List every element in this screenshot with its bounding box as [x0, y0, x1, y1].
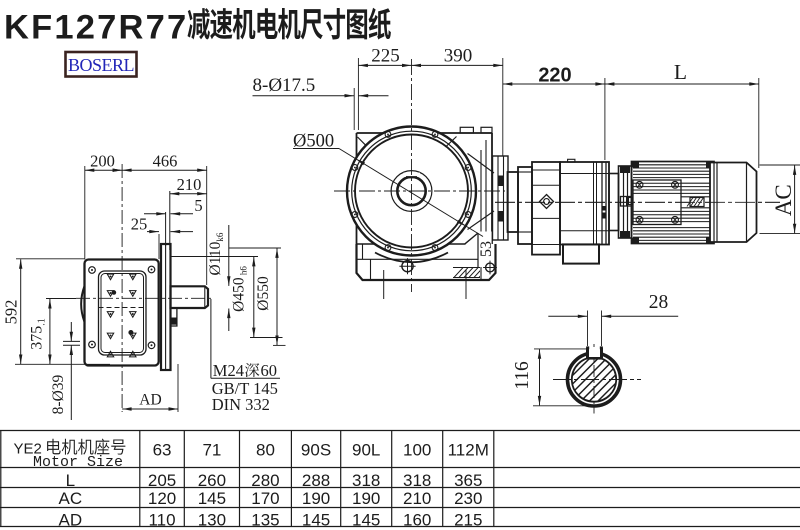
svg-text:L: L — [674, 60, 687, 84]
svg-text:210: 210 — [177, 175, 202, 194]
svg-text:120: 120 — [148, 489, 176, 508]
svg-text:Ø500: Ø500 — [293, 132, 334, 152]
svg-text:215: 215 — [454, 510, 482, 529]
svg-text:375.1: 375.1 — [29, 318, 48, 350]
svg-text:AD: AD — [139, 392, 161, 409]
svg-text:260: 260 — [198, 471, 226, 490]
svg-text:90L: 90L — [352, 440, 380, 459]
svg-text:DIN 332: DIN 332 — [212, 395, 270, 414]
svg-text:130: 130 — [198, 510, 226, 529]
svg-text:YE2: YE2 — [14, 440, 42, 457]
svg-text:160: 160 — [403, 510, 431, 529]
svg-text:28: 28 — [649, 292, 669, 313]
svg-text:145: 145 — [198, 489, 226, 508]
svg-text:280: 280 — [251, 471, 279, 490]
svg-text:53: 53 — [478, 241, 495, 257]
svg-text:220: 220 — [538, 65, 571, 87]
svg-text:100: 100 — [403, 440, 431, 459]
svg-text:116: 116 — [512, 361, 533, 390]
svg-text:466: 466 — [153, 152, 178, 171]
svg-text:190: 190 — [302, 489, 330, 508]
svg-text:135: 135 — [251, 510, 279, 529]
svg-text:AD: AD — [58, 510, 82, 529]
svg-text:KF127R77: KF127R77 — [4, 9, 188, 47]
svg-text:63: 63 — [153, 440, 172, 459]
svg-text:90S: 90S — [301, 440, 331, 459]
svg-text:230: 230 — [454, 489, 482, 508]
svg-text:Ø550: Ø550 — [255, 276, 272, 311]
svg-text:390: 390 — [444, 45, 473, 66]
svg-text:200: 200 — [90, 152, 115, 171]
svg-text:Ø110k6: Ø110k6 — [207, 232, 225, 275]
svg-text:60: 60 — [261, 361, 278, 380]
svg-text:M24: M24 — [213, 361, 244, 380]
svg-text:71: 71 — [202, 440, 221, 459]
svg-text:170: 170 — [251, 489, 279, 508]
svg-text:GB/T 145: GB/T 145 — [212, 379, 278, 398]
svg-text:145: 145 — [352, 510, 380, 529]
svg-text:288: 288 — [302, 471, 330, 490]
svg-text:145: 145 — [302, 510, 330, 529]
svg-text:205: 205 — [148, 471, 176, 490]
svg-text:L: L — [66, 471, 75, 490]
svg-text:BOSERL: BOSERL — [68, 55, 134, 75]
svg-text:8-Ø17.5: 8-Ø17.5 — [253, 75, 316, 96]
svg-text:110: 110 — [148, 510, 175, 529]
svg-text:8-Ø39: 8-Ø39 — [50, 374, 67, 414]
svg-text:Motor Size: Motor Size — [33, 454, 123, 471]
svg-text:210: 210 — [403, 489, 431, 508]
svg-text:25: 25 — [131, 215, 148, 234]
svg-text:190: 190 — [352, 489, 380, 508]
svg-text:365: 365 — [454, 471, 482, 490]
svg-text:225: 225 — [371, 45, 400, 66]
svg-text:AC: AC — [58, 489, 82, 508]
svg-text:318: 318 — [352, 471, 380, 490]
svg-text:80: 80 — [256, 440, 275, 459]
svg-text:5: 5 — [194, 196, 202, 215]
svg-text:318: 318 — [403, 471, 431, 490]
svg-text:AC: AC — [771, 184, 796, 216]
svg-text:592: 592 — [2, 300, 21, 325]
svg-text:112M: 112M — [448, 440, 489, 459]
